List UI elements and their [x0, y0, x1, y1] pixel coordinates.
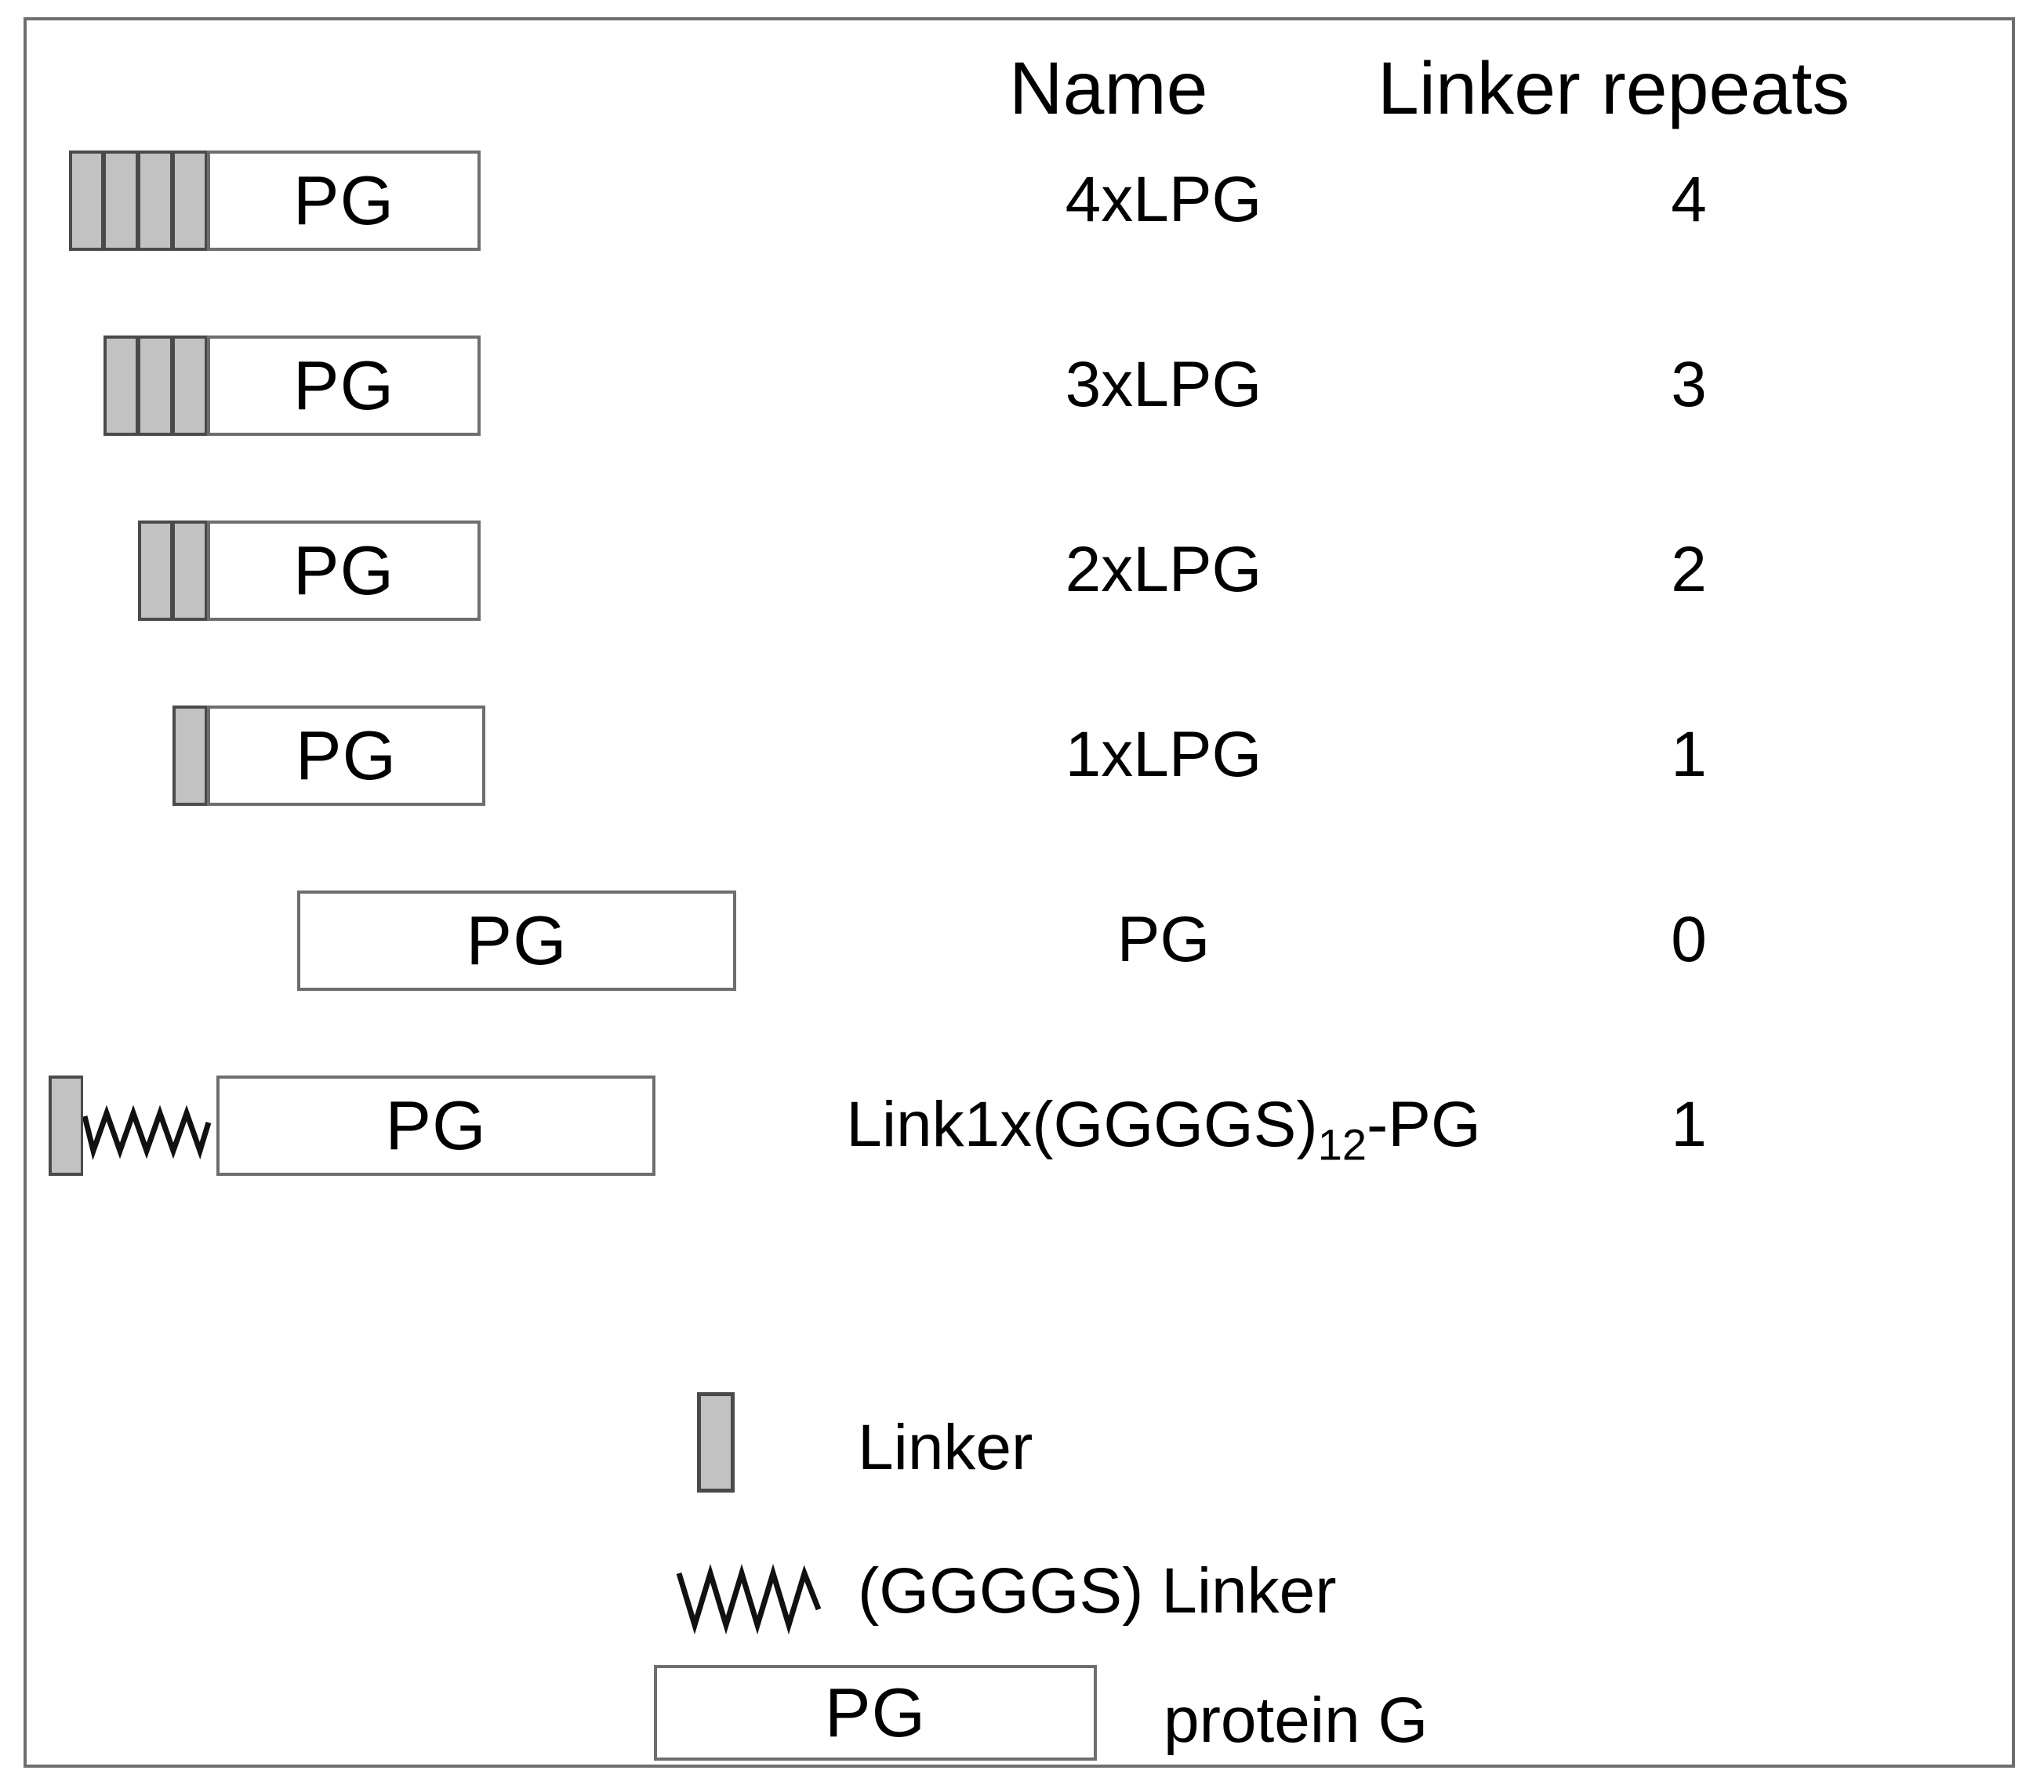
linker-segment — [49, 1076, 83, 1176]
linker-segment — [172, 336, 207, 436]
protein-g-box: PG — [207, 521, 481, 621]
legend-label-ggggs-linker: (GGGGS) Linker — [858, 1555, 1337, 1627]
legend-label-linker: Linker — [858, 1412, 1033, 1483]
protein-g-label: PG — [385, 1086, 487, 1164]
linker-swatch-icon — [697, 1392, 735, 1493]
protein-g-box: PG — [207, 336, 481, 436]
linker-segment — [138, 336, 172, 436]
construct-name-1xlpg: 1xLPG — [1065, 719, 1262, 790]
construct-repeats-4xlpg: 4 — [1671, 164, 1707, 235]
construct-row-pg: PG PG 0 — [27, 880, 2044, 1005]
linker-segment — [172, 151, 207, 251]
linker-segment — [138, 521, 172, 621]
linker-segment — [138, 151, 172, 251]
protein-g-box: PG — [297, 891, 736, 991]
protein-g-box: PG — [216, 1076, 655, 1176]
construct-row-link1x-ggggs12-pg: PG Link1x(GGGGS)12-PG 1 — [27, 1065, 2044, 1190]
ggggs-linker-zigzag-icon — [83, 1105, 212, 1161]
construct-bar-link1x-ggggs12-pg: PG — [49, 1076, 655, 1176]
ggggs-linker-zigzag-icon — [676, 1563, 822, 1634]
construct-row-4xlpg: PG 4xLPG 4 — [27, 140, 2044, 265]
construct-name-suffix: -PG — [1366, 1089, 1481, 1160]
construct-name-2xlpg: 2xLPG — [1065, 534, 1262, 605]
legend-label-protein-g: protein G — [1164, 1685, 1429, 1756]
protein-g-label: PG — [292, 346, 395, 424]
construct-name-subscript: 12 — [1317, 1119, 1367, 1170]
figure-frame: Name Linker repeats PG 4xLPG 4 — [24, 17, 2015, 1768]
construct-repeats-1xlpg: 1 — [1671, 719, 1707, 790]
protein-g-label: PG — [292, 531, 395, 609]
construct-repeats-link1x-ggggs12-pg: 1 — [1671, 1089, 1707, 1160]
construct-name-4xlpg: 4xLPG — [1065, 164, 1262, 235]
protein-g-box: PG — [207, 151, 481, 251]
protein-g-label: PG — [466, 901, 568, 979]
construct-bar-pg: PG — [297, 891, 736, 991]
protein-g-box: PG — [207, 706, 485, 806]
column-header-name: Name — [1009, 47, 1208, 130]
protein-g-label: PG — [824, 1674, 927, 1751]
linker-segment — [103, 336, 138, 436]
protein-g-label: PG — [295, 716, 398, 794]
column-header-linker-repeats: Linker repeats — [1378, 47, 1850, 130]
construct-bar-1xlpg: PG — [172, 706, 485, 806]
construct-row-1xlpg: PG 1xLPG 1 — [27, 695, 2044, 820]
construct-bar-3xlpg: PG — [103, 336, 481, 436]
construct-repeats-2xlpg: 2 — [1671, 534, 1707, 605]
construct-name-pg: PG — [1116, 904, 1211, 975]
construct-bar-4xlpg: PG — [69, 151, 481, 251]
construct-row-3xlpg: PG 3xLPG 3 — [27, 325, 2044, 450]
linker-segment — [172, 521, 207, 621]
construct-bar-2xlpg: PG — [138, 521, 481, 621]
linker-segment — [69, 151, 103, 251]
linker-segment — [103, 151, 138, 251]
construct-name-link1x-ggggs12-pg: Link1x(GGGGS)12-PG — [811, 1093, 1516, 1166]
construct-row-2xlpg: PG 2xLPG 2 — [27, 510, 2044, 635]
linker-segment — [172, 706, 207, 806]
construct-repeats-3xlpg: 3 — [1671, 349, 1707, 420]
protein-g-label: PG — [292, 161, 395, 239]
construct-name-prefix: Link1x(GGGGS) — [846, 1089, 1318, 1160]
construct-name-3xlpg: 3xLPG — [1065, 349, 1262, 420]
construct-repeats-pg: 0 — [1671, 904, 1707, 975]
protein-g-box: PG — [654, 1665, 1097, 1761]
